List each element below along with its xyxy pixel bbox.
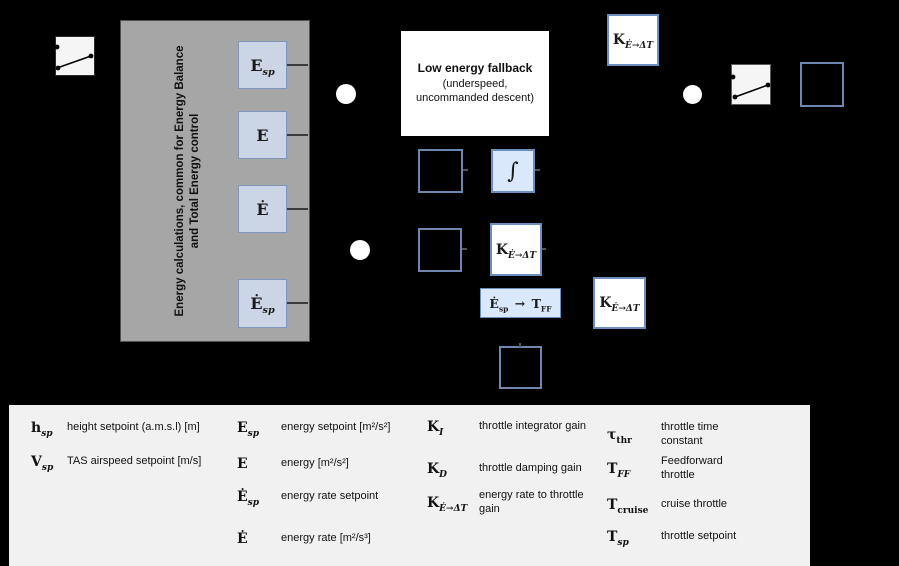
low-energy-fallback-note: Low energy fallback (underspeed, uncomma… [401,31,549,136]
feedforward-mapping-block: Ėsp → TFF [480,288,561,318]
gain-box-dark [418,228,462,272]
legend-entry: Ėsp energy rate setpoint [237,489,441,508]
arrowhead-mark [542,248,546,250]
connector-stub [287,208,308,210]
block-energy-rate-setpoint: Ėsp [238,279,287,328]
gain-box-dark [418,149,463,193]
legend-desc: energy rate to throttle gain [479,489,584,515]
legend-desc: energy setpoint [m²/s²] [281,421,391,434]
legend-desc: TAS airspeed setpoint [m/s] [67,455,202,468]
legend-symbol: Tcruise [607,497,649,516]
legend-entry: KĖ→ΔT energy rate to throttle gain [427,489,601,517]
legend-entry: KD throttle damping gain [427,461,601,480]
legend-entry: Tsp throttle setpoint [607,529,741,548]
legend-symbol: Ėsp [237,489,260,508]
gain-block-energy-rate-to-throttle-right: KĖ→ΔT [593,277,646,329]
block-energy: E [238,111,287,159]
gain-block-energy-rate-to-throttle-mid: KĖ→ΔT [490,223,542,276]
legend-desc: throttle integrator gain [479,420,587,433]
block-energy-rate: Ė [238,185,287,233]
block-energy-setpoint: Esp [238,41,287,89]
fallback-subtitle: uncommanded descent) [415,92,534,105]
legend-entry: Vsp TAS airspeed setpoint [m/s] [31,454,247,473]
legend-entry: hsp height setpoint (a.m.s.l) [m] [31,420,247,439]
legend-desc: cruise throttle [661,498,728,511]
arrowhead-mark [519,343,521,347]
legend-entry: E energy [m²/s²] [237,456,441,472]
legend-symbol: KI [427,419,444,438]
fallback-title: Low energy fallback [417,61,533,76]
connector-stub [287,134,308,136]
legend-entry: Ė energy rate [m²/s³] [237,531,441,547]
arrow-icon: → [514,295,526,311]
gain-box-dark [499,346,542,389]
legend-symbol: Esp [237,420,260,439]
legend-symbol: TFF [607,460,631,480]
legend-desc: energy rate setpoint [281,490,379,503]
switch-icon [731,64,771,105]
legend-desc: throttle setpoint [661,530,737,543]
legend-entry: KI throttle integrator gain [427,419,601,438]
arrowhead-mark [535,169,540,171]
legend-entry: TFF Feedforward throttle [607,455,741,483]
summing-junction [683,85,702,104]
energy-panel-label: Energy calculations, common for Energy B… [174,45,201,317]
legend-desc: throttle damping gain [479,462,582,475]
legend-desc: Feedforward throttle [661,455,723,481]
integral-icon: ∫ [507,158,519,184]
summing-junction [350,240,370,260]
legend-symbol: KĖ→ΔT [427,494,468,514]
legend-symbol: hsp [31,420,53,439]
legend-desc: height setpoint (a.m.s.l) [m] [67,421,200,434]
legend-entry: Esp energy setpoint [m²/s²] [237,420,441,439]
legend-symbol: Ė [237,531,248,547]
switch-icon [55,36,95,76]
fallback-subtitle: (underspeed, [442,78,508,90]
connector-stub [287,302,308,304]
energy-calculations-panel: Energy calculations, common for Energy B… [120,20,310,342]
legend-desc: energy rate [m²/s³] [281,532,371,545]
connector-stub [287,64,308,66]
arrowhead-mark [463,169,468,171]
legend-symbol: KD [427,461,447,480]
gain-block-energy-rate-to-throttle-top: KĖ→ΔT [607,14,659,66]
legend-entry: τthr throttle time constant [607,421,741,449]
legend-symbol: Tsp [607,529,629,548]
output-box-dark [800,62,844,107]
legend-panel: hsp height setpoint (a.m.s.l) [m] Vsp TA… [9,405,810,566]
summing-junction [336,84,356,104]
legend-symbol: Vsp [31,454,54,473]
legend-symbol: τthr [607,426,632,446]
legend-symbol: E [237,456,248,472]
legend-desc: throttle time constant [661,421,719,447]
integrator-block: ∫ [491,149,535,193]
legend-desc: energy [m²/s²] [281,457,349,470]
legend-entry: Tcruise cruise throttle [607,497,741,516]
arrowhead-mark [462,248,467,250]
